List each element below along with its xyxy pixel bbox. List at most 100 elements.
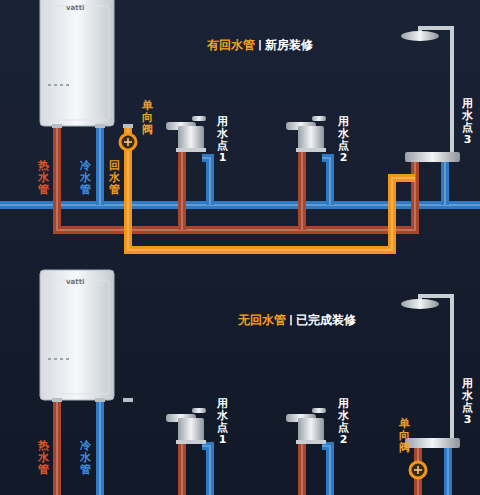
cold-riser <box>202 158 210 205</box>
brand-logo: vatti <box>66 278 84 286</box>
hot-riser <box>298 440 306 495</box>
cold-riser-shine <box>202 446 210 495</box>
outlet-label: 用水点2 <box>338 116 349 164</box>
valve-cross <box>414 466 422 474</box>
faucet-handle <box>192 116 206 121</box>
shower-column <box>420 28 452 152</box>
cold-main-pipe <box>0 201 480 209</box>
cold-riser <box>202 446 210 495</box>
outlet-label: 用水点2 <box>338 398 349 446</box>
shower-column <box>420 296 452 438</box>
cold-riser-shine <box>447 448 449 495</box>
faucet-body <box>178 126 204 150</box>
faucet-base <box>296 148 326 152</box>
cold-pipe-shine <box>99 128 101 205</box>
valve-cross <box>124 138 132 146</box>
valve-label: 单向阀 <box>399 418 410 454</box>
hot-riser <box>298 150 306 230</box>
cold-riser <box>322 446 330 495</box>
title-separator <box>259 40 261 50</box>
pipe-label: 热水管 <box>38 160 49 196</box>
heater-display-dot <box>60 358 63 360</box>
heater-display-dot <box>54 358 57 360</box>
hot-riser-shine <box>181 440 183 495</box>
title-separator <box>290 315 292 325</box>
cold-riser <box>441 162 449 205</box>
brand-logo: vatti <box>66 4 84 12</box>
hot-pipe <box>53 400 61 495</box>
shower-head <box>401 299 439 309</box>
check-valve <box>120 134 136 150</box>
faucet-base <box>176 440 206 444</box>
hot-riser-shine <box>181 150 183 230</box>
heater-connector <box>52 398 62 402</box>
heater-connector <box>123 124 133 128</box>
valve-ring <box>410 462 426 478</box>
hot-pipe-shine <box>56 400 58 495</box>
heater-panel <box>45 6 109 120</box>
hot-riser-shine <box>301 150 303 230</box>
faucet <box>286 408 326 444</box>
shower-mixer <box>405 152 460 162</box>
outlet-label: 用水点3 <box>462 378 473 426</box>
faucet-handle <box>312 408 326 413</box>
hot-riser <box>178 440 186 495</box>
section-title: 有回水管 <box>207 38 255 52</box>
cold-riser <box>322 158 330 205</box>
shower-mixer <box>405 438 460 448</box>
pipe-label: 冷水管 <box>80 440 91 476</box>
heater-display-dot <box>48 358 51 360</box>
return-pipe-shine <box>128 128 415 250</box>
heater-panel <box>45 280 109 394</box>
pipe-label: 热水管 <box>38 440 49 476</box>
section-subtitle: 新房装修 <box>265 38 313 52</box>
section-subtitle: 已完成装修 <box>296 313 356 327</box>
cold-riser-shine <box>202 158 210 205</box>
hot-riser-shine <box>301 440 303 495</box>
cold-main-pipe-shine <box>0 204 480 206</box>
faucet <box>166 408 206 444</box>
outlet-label: 用水点1 <box>217 398 228 446</box>
section-title: 无回水管 <box>238 313 286 327</box>
hot-riser <box>178 150 186 230</box>
heater-connector <box>123 398 133 402</box>
valve-label: 单向阀 <box>142 100 153 136</box>
cold-riser <box>444 448 452 495</box>
heater-display-dot <box>48 84 51 86</box>
hot-pipe-shine <box>57 128 415 230</box>
heater-display-dot <box>66 84 69 86</box>
faucet-body <box>178 418 204 442</box>
heater-display-dot <box>66 358 69 360</box>
pipe-label: 冷水管 <box>80 160 91 196</box>
water-heater <box>40 270 133 402</box>
faucet-body <box>298 418 324 442</box>
heater-display-dot <box>54 84 57 86</box>
outlet-label: 用水点3 <box>462 98 473 146</box>
faucet-base <box>296 440 326 444</box>
heater-body <box>40 0 114 126</box>
shower <box>401 28 460 162</box>
faucet <box>166 116 206 152</box>
faucet-base <box>176 148 206 152</box>
pipe-label: 回水管 <box>109 160 120 196</box>
shower-head <box>401 31 439 41</box>
valve-ring <box>120 134 136 150</box>
faucet <box>286 116 326 152</box>
outlet-label: 用水点1 <box>217 116 228 164</box>
check-valve <box>410 462 426 478</box>
hot-pipe <box>57 128 415 230</box>
faucet-handle <box>312 116 326 121</box>
water-heater <box>40 0 133 128</box>
heater-connector <box>95 398 105 402</box>
return-pipe <box>128 128 415 250</box>
faucet-handle <box>192 408 206 413</box>
heater-connector <box>52 124 62 128</box>
cold-pipe <box>96 128 104 205</box>
cold-pipe-shine <box>99 400 101 495</box>
heater-display-dot <box>60 84 63 86</box>
cold-riser-shine <box>444 162 446 205</box>
heater-body <box>40 270 114 400</box>
faucet-body <box>298 126 324 150</box>
